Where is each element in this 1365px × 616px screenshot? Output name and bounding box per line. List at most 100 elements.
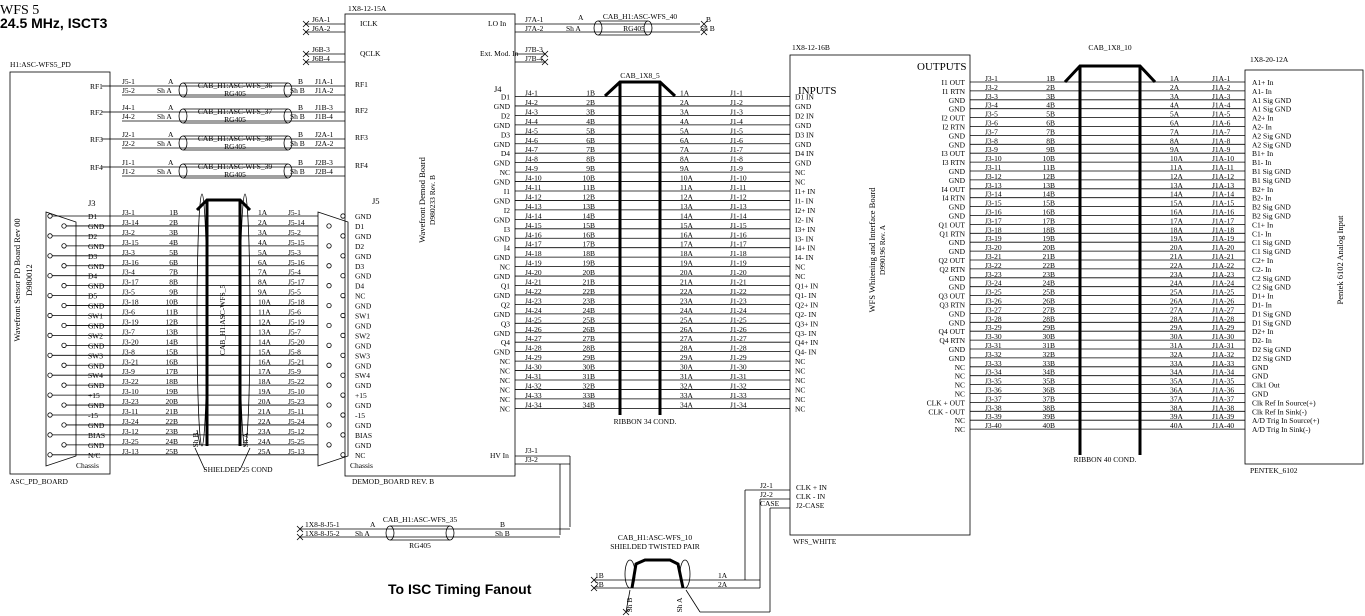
pd-pin-label: SW3 (88, 351, 103, 360)
cab5-j5-label: J5-23 (288, 397, 305, 406)
ribbon40-bundle (1063, 64, 1157, 84)
ribbon34-a-label: 34A (680, 400, 694, 409)
white-in-pin-label: I2+ IN (795, 206, 816, 215)
rf-cable-right-1: J1A-1 (315, 77, 334, 86)
ribbon34-a-label: 12A (680, 192, 694, 201)
demod-j4-pin-label: NC (500, 395, 510, 404)
pd-pin-label: GND (88, 321, 105, 330)
j6b-3: J6B-3 (312, 45, 330, 54)
j3-out-label: J3-1 (985, 74, 998, 83)
j1a-label: J1A-35 (1212, 377, 1234, 386)
ribbon40-a-label: 37A (1170, 394, 1184, 403)
pentek-pin-label: GND (1252, 390, 1269, 399)
cab5-j3-label: J3-17 (122, 278, 139, 287)
j1-conn-label: J1-3 (730, 107, 743, 116)
pd-dsub-pin (47, 432, 53, 438)
j3-out-label: J3-26 (985, 297, 1002, 306)
ribbon40-a-label: 18A (1170, 225, 1184, 234)
demod-dsub-pin (326, 322, 332, 329)
pd-dsub-pin (47, 273, 53, 279)
j3-out-label: J3-37 (985, 394, 1002, 403)
ribbon34-b-label: 20B (582, 268, 595, 277)
cab5-j5-label: J5-17 (288, 278, 305, 287)
cab10-sh-wire (625, 589, 631, 613)
cab5-j3-label: J3-1 (122, 208, 135, 217)
rf-cable-right-1: J1B-3 (315, 103, 333, 112)
ribbon34-b-label: 10B (582, 174, 595, 183)
pentek-pin-label: Clk1 Out (1252, 381, 1281, 390)
ribbon34-a-label: 15A (680, 221, 694, 230)
ribbon40-a-label: 22A (1170, 261, 1184, 270)
white-out-pin-label: NC (955, 363, 965, 372)
demod-j4-pin-label: GND (494, 196, 511, 205)
demod-dsub-pin (326, 283, 332, 289)
ribbon40-a-label: 16A (1170, 208, 1184, 217)
pentek-pin-label: C1+ In (1252, 220, 1273, 229)
hv-j3-2: J3-2 (525, 455, 538, 464)
ribbon40-a-label: 24A (1170, 279, 1184, 288)
cab5-sha: Sh A (241, 432, 250, 447)
pentek-pin-label: B1 Sig GND (1252, 176, 1291, 185)
j1-conn-label: J1-1 (730, 89, 743, 98)
rf-cable-left-1: J5-1 (122, 77, 135, 86)
j4-conn-label: J4-7 (525, 145, 538, 154)
white-out-pin-label: GND (949, 274, 966, 283)
white-out-pin-label: GND (949, 167, 966, 176)
ribbon34-b-label: 15B (582, 221, 595, 230)
demod-j4-pin-label: D1 (501, 93, 510, 102)
white-in-pin-label: Q3- IN (795, 329, 817, 338)
demod-j4-pin-label: NC (500, 168, 510, 177)
ribbon40-a-label: 15A (1170, 199, 1184, 208)
cab40-shield-r (643, 20, 653, 36)
j4-conn-label: J4-11 (525, 183, 542, 192)
pd-pin-label: GND (88, 341, 105, 350)
ribbon34-a-label: 13A (680, 202, 694, 211)
demod-title: Wavefront Demod Board (417, 156, 427, 242)
demod-dsub-pin (340, 332, 346, 338)
ribbon40-a-label: 29A (1170, 323, 1184, 332)
demod-bottom-ref: DEMOD_BOARD REV. B (352, 477, 434, 486)
pentek-pin-label: B2+ In (1252, 185, 1273, 194)
cab5-b-label: 2B (169, 218, 178, 227)
pd-pin-label: GND (88, 282, 105, 291)
pd-pin-label: D4 (88, 272, 97, 281)
demod-j4-pin-label: D2 (501, 111, 510, 120)
white-out-pin-label: I3 OUT (941, 149, 965, 158)
demod-top-ref: 1X8-12-15A (348, 4, 387, 13)
j4-conn-label: J4-24 (525, 306, 542, 315)
ribbon40-a-label: 4A (1170, 101, 1180, 110)
pd-rf-label: RF2 (90, 108, 103, 117)
white-in-pin-label: Q2+ IN (795, 300, 819, 309)
pd-dsub-pin (61, 422, 67, 428)
cab5-b-label: 18B (165, 377, 178, 386)
rf-cable-type: RG405 (224, 115, 246, 124)
demod-j4-pin-label: NC (500, 376, 510, 385)
ribbon40-b-label: 28B (1042, 314, 1055, 323)
rf-cable-right-2: J1A-2 (315, 86, 334, 95)
demod-j5-pin-label: SW1 (355, 312, 370, 321)
demod-j5-pin-label: GND (355, 232, 372, 241)
pd-dsub-pin (47, 372, 53, 378)
cab5-j5-label: J5-25 (288, 437, 305, 446)
j1a-label: J1A-24 (1212, 279, 1234, 288)
j3-out-label: J3-8 (985, 136, 998, 145)
cab5-j3-label: J3-12 (122, 427, 139, 436)
j4-conn-label: J4-8 (525, 155, 538, 164)
cab5-a-label: 1A (258, 208, 268, 217)
pentek-pin-label: C2- In (1252, 265, 1272, 274)
demod-dsub-pin (326, 422, 332, 428)
white-out-pin-label: Q3 RTN (939, 301, 965, 310)
j1a-label: J1A-15 (1212, 199, 1234, 208)
pentek-pin-label: C2+ In (1252, 256, 1273, 265)
pd-dsub-pin (47, 332, 53, 338)
j3-out-label: J3-40 (985, 421, 1002, 430)
ribbon40-b-label: 40B (1042, 421, 1055, 430)
j3-out-label: J3-5 (985, 110, 998, 119)
cab5-j5-label: J5-16 (288, 258, 305, 267)
rf-cable-right-2: J2A-2 (315, 139, 334, 148)
terminator-mark (302, 20, 310, 28)
ribbon34-a-label: 29A (680, 353, 694, 362)
cab5-b-label: 11B (166, 308, 178, 317)
cab10-r2: 2A (718, 580, 728, 589)
white-in-pin-label: I1+ IN (795, 187, 816, 196)
